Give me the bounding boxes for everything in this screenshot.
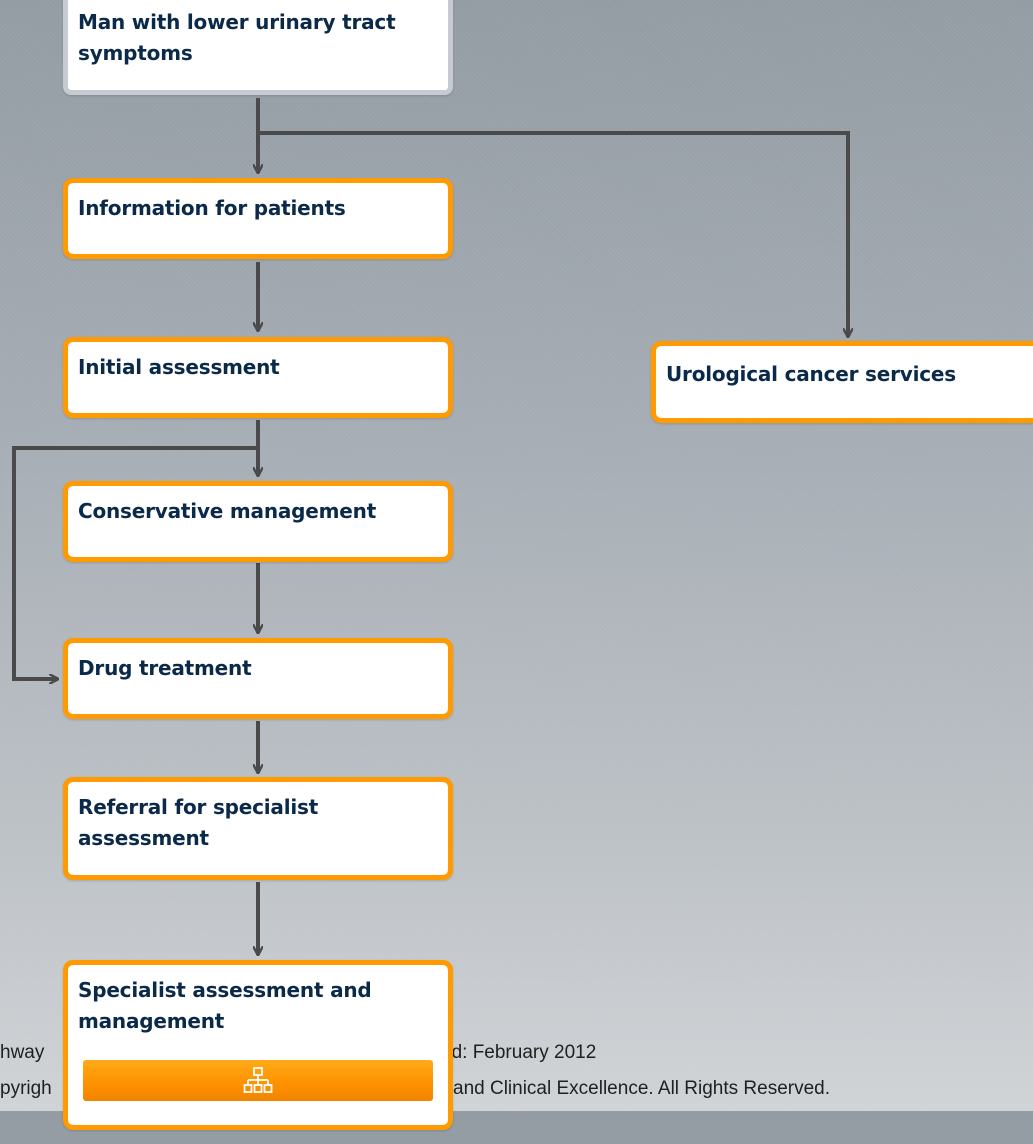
node-drug-treatment[interactable]: Drug treatment (63, 638, 453, 719)
node-initial-assessment-label: Initial assessment (78, 355, 280, 379)
hierarchy-icon (243, 1066, 273, 1093)
node-man-with-luts: Man with lower urinary tract symptoms (63, 0, 453, 95)
connector-initial-to-drug (12, 446, 258, 679)
node-drug-treatment-label: Drug treatment (78, 656, 252, 680)
connector-start-to-cancer (258, 131, 848, 337)
node-man-with-luts-label: Man with lower urinary tract symptoms (78, 10, 396, 65)
connector-layer (12, 98, 1033, 1111)
node-information-for-patients-label: Information for patients (78, 196, 346, 220)
node-information-for-patients[interactable]: Information for patients (63, 178, 453, 259)
node-urological-cancer-services[interactable]: Urological cancer services (651, 341, 1033, 423)
footer-line-2: pyrigh and Clinical Excellence. All Righ… (0, 1078, 1033, 1144)
submap-button[interactable] (83, 1060, 433, 1101)
footer-line-2-left: pyrigh (0, 1078, 52, 1099)
node-referral-for-specialist-assessment[interactable]: Referral for specialist assessment (63, 777, 453, 880)
node-initial-assessment[interactable]: Initial assessment (63, 337, 453, 418)
node-specialist-assessment-and-management-label: Specialist assessment and management (78, 978, 372, 1033)
node-conservative-management-label: Conservative management (78, 499, 377, 523)
node-referral-for-specialist-assessment-label: Referral for specialist assessment (78, 795, 319, 850)
footer-line-1-left: hway (0, 1042, 45, 1063)
node-urological-cancer-services-label: Urological cancer services (666, 362, 956, 386)
node-conservative-management[interactable]: Conservative management (63, 481, 453, 562)
node-specialist-assessment-and-management[interactable]: Specialist assessment and management (63, 960, 453, 1130)
footer-line-2-right: and Clinical Excellence. All Rights Rese… (453, 1078, 831, 1099)
